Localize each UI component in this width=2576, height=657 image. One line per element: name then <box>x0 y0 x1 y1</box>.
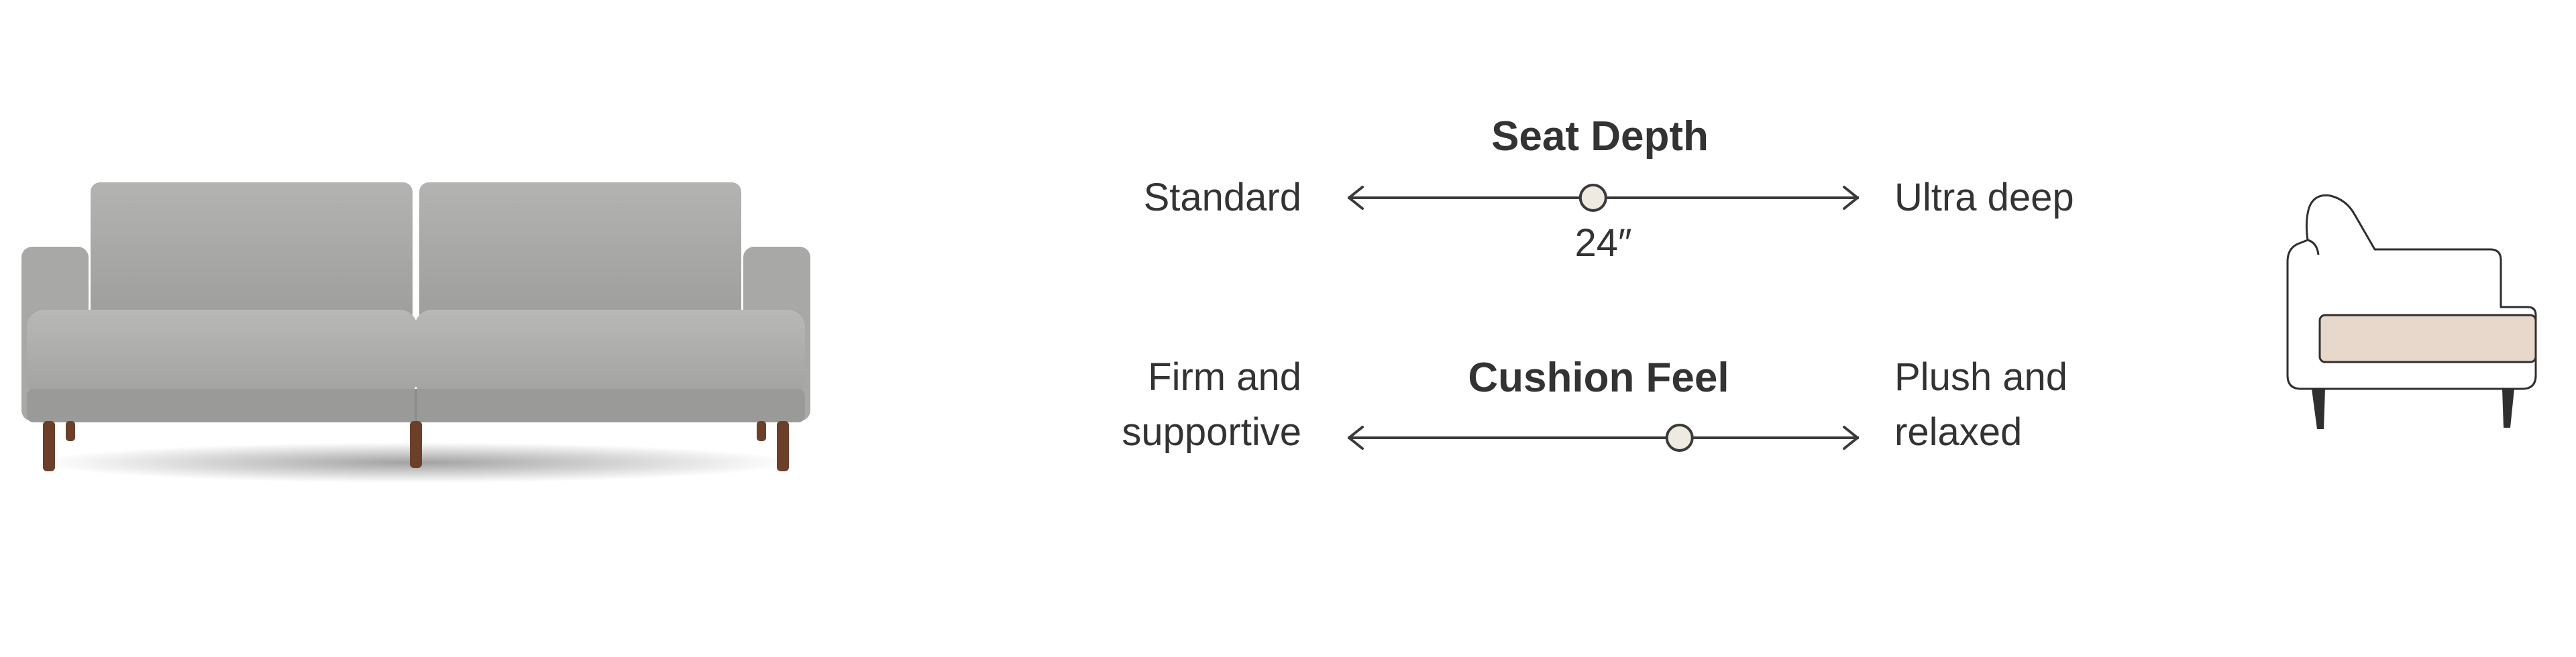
cushion-feel-left-label-line2: supportive <box>1122 410 1301 454</box>
sofa-product-image <box>13 168 818 489</box>
cushion-feel-title: Cushion Feel <box>1468 355 1729 401</box>
cushion-feel-left-label-line1: Firm and <box>1148 355 1301 399</box>
seat-depth-right-label: Ultra deep <box>1894 176 2074 219</box>
seat-depth-handle <box>1578 184 1607 212</box>
seat-depth-value: 24″ <box>1574 221 1632 265</box>
seat-depth-title: Seat Depth <box>1491 113 1709 160</box>
seat-depth-left-label: Standard <box>1143 176 1301 219</box>
cushion-feel-handle <box>1665 424 1694 452</box>
cushion-feel-right-label-line2: relaxed <box>1894 410 2023 454</box>
seat-depth-slider <box>1345 184 1862 212</box>
cushion-feel-slider <box>1345 424 1862 452</box>
seat-profile-diagram-icon <box>2274 181 2549 449</box>
cushion-feel-right-label-line1: Plush and <box>1894 355 2068 399</box>
